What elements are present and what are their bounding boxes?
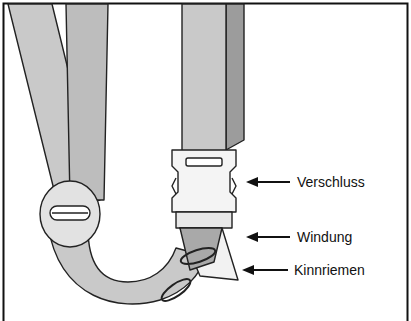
part-label: Windung: [296, 229, 353, 245]
adjuster-slot: [50, 206, 90, 220]
top-strap: [182, 4, 226, 158]
leader-arrow: [256, 236, 290, 238]
strap-end: [226, 4, 244, 150]
adjuster: [40, 181, 100, 247]
frame: [4, 4, 408, 321]
arrow-head: [246, 177, 258, 187]
strap-fold: [180, 228, 238, 280]
buckle-bar: [176, 212, 232, 228]
buckle-slot: [186, 158, 222, 166]
buckle: [172, 150, 236, 212]
buckle-clip: [172, 178, 236, 194]
strap-fold-inner: [180, 228, 222, 270]
left-strap-rear: [66, 4, 108, 200]
arrow-head: [246, 232, 258, 242]
keeper-ring: [179, 245, 217, 268]
keeper-ring: [159, 275, 194, 304]
leader-arrow: [256, 181, 290, 183]
part-label: Kinnriemen: [293, 262, 366, 278]
adjuster-bar: [52, 212, 88, 213]
arrow-head: [242, 265, 254, 275]
part-label: Verschluss: [296, 174, 366, 190]
leader-arrow: [254, 269, 288, 271]
